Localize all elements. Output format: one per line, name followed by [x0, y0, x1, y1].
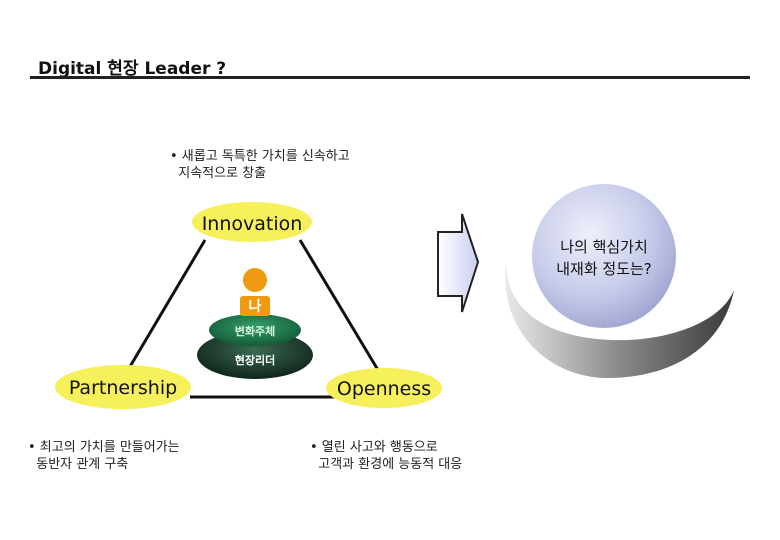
me-label: 나 [248, 299, 262, 315]
right-arrow-icon [437, 213, 480, 313]
innovation-description: • 새롭고 독특한 가치를 신속하고 지속적으로 창출 [170, 149, 350, 181]
openness-label: Openness [336, 378, 432, 400]
partnership-label: Partnership [68, 377, 178, 399]
person-head-icon [243, 268, 267, 292]
page-title: Digital 현장 Leader ? [38, 59, 227, 79]
openness-description: • 열린 사고와 행동으로 고객과 환경에 능동적 대응 [310, 440, 463, 472]
innovation-label: Innovation [201, 213, 303, 235]
triangle-connector [126, 239, 380, 399]
partnership-description: • 최고의 가치를 만들어가는 동반자 관계 구축 [28, 440, 180, 472]
innovation-node [192, 202, 312, 242]
center-figure [197, 268, 313, 379]
core-value-ellipse [532, 184, 676, 328]
field-leader-label: 현장리더 [234, 354, 276, 367]
title-underline [30, 76, 750, 79]
change-agent-label: 변화주체 [234, 325, 276, 338]
openness-node [326, 368, 442, 408]
swoosh-decoration [505, 262, 734, 378]
partnership-node [55, 365, 191, 409]
core-value-text: 나의 핵심가치 내재화 정도는? [556, 238, 652, 278]
